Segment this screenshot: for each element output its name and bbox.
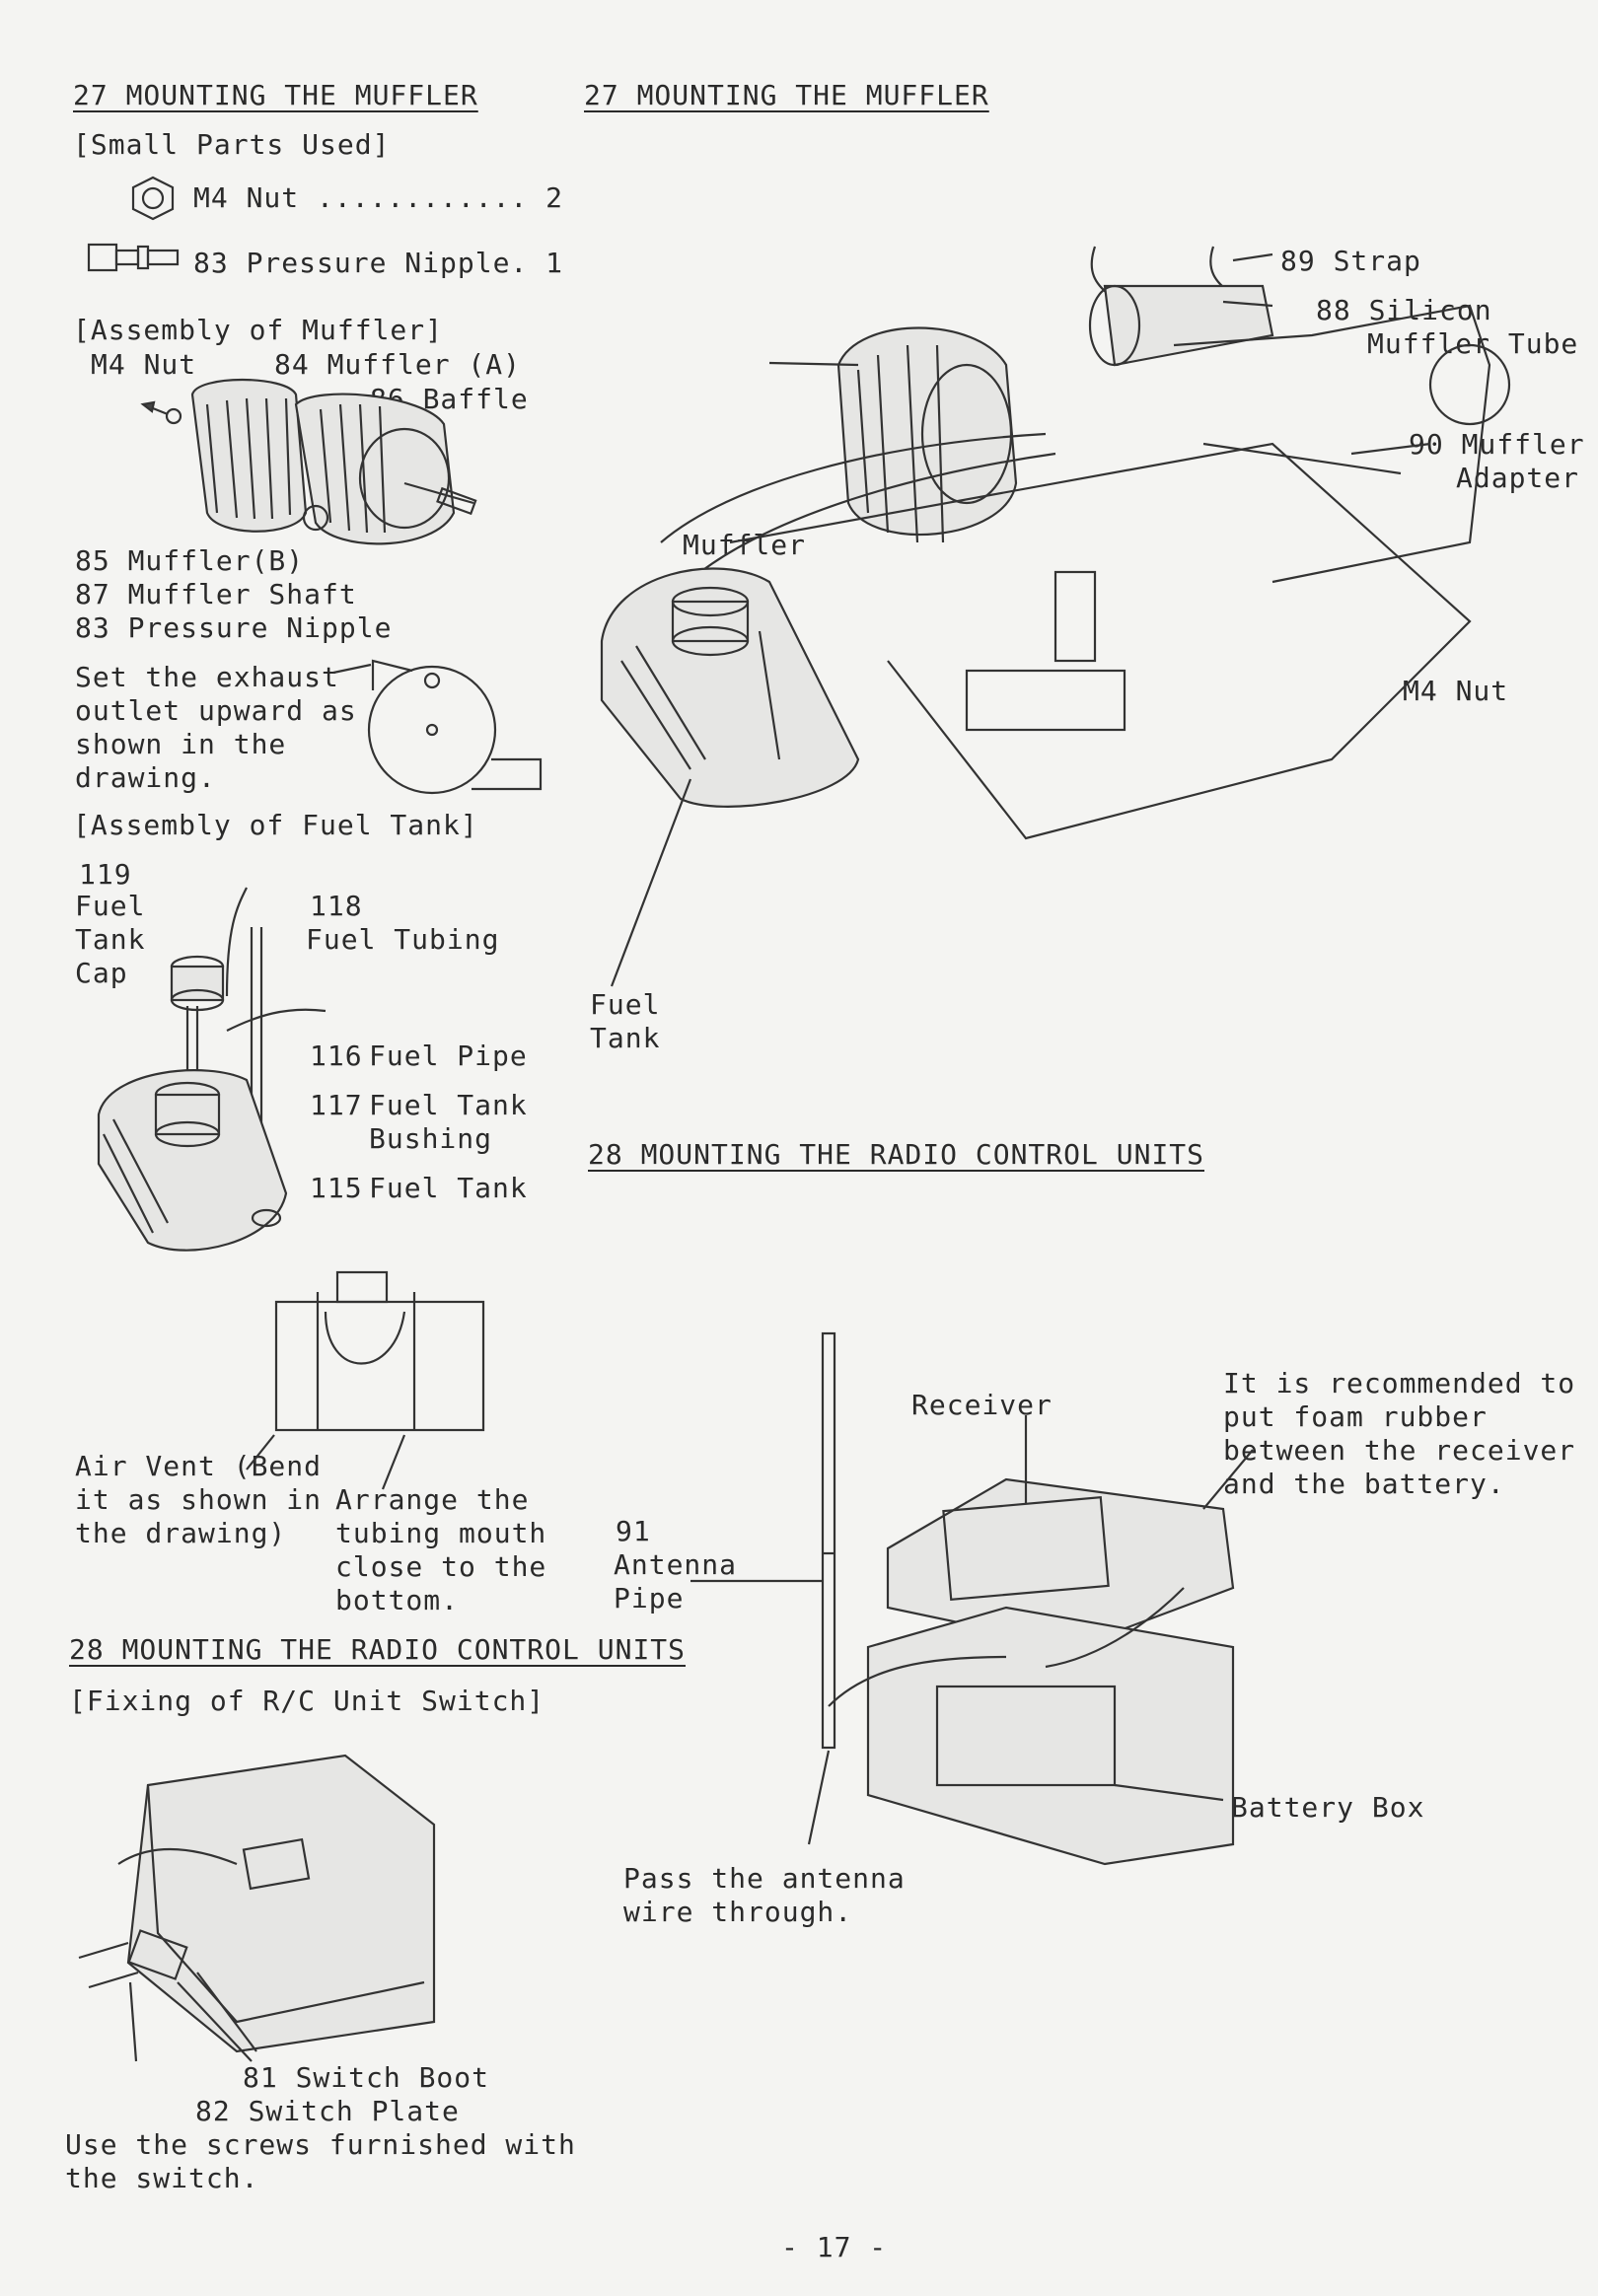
exhaust-note-line: outlet upward as [75,694,357,727]
muffler-a-label: 84 Muffler (A) [274,348,522,381]
arrange-note-line: tubing mouth [335,1517,547,1549]
fuel-pipe-number: 116 [310,1040,363,1072]
antenna-note-line: Pass the antenna [623,1862,906,1895]
muffler-shaft-label: 87 Muffler Shaft [75,578,357,610]
fuel-tubing-label: Fuel Tubing [306,923,500,956]
arrange-note-line: Arrange the [335,1483,530,1516]
antenna-pipe-line: Antenna [614,1548,738,1581]
screws-note-line: Use the screws furnished with [65,2128,576,2161]
nut-icon [165,407,182,425]
exhaust-outlet-drawing [332,659,543,795]
receiver-label: Receiver [911,1389,1053,1421]
right-fuel-tank-line: Tank [590,1022,661,1054]
fuel-tank-bushing-number: 117 [310,1089,363,1121]
fuel-tank-bushing-line: Bushing [369,1122,493,1155]
nipple-icon [436,486,477,516]
silicon-tube-line: 88 Silicon [1316,294,1492,326]
fuel-tank-bushing-line: Fuel Tank [369,1089,528,1121]
exhaust-note-line: drawing. [75,761,216,794]
air-vent-note-line: it as shown in [75,1483,323,1516]
assembly-fuel-heading: [Assembly of Fuel Tank] [73,809,478,841]
strap-label: 89 Strap [1280,245,1421,277]
screws-note-line: the switch. [65,2162,259,2194]
fuel-tank-cap-line: Tank [75,923,146,956]
switch-icon [242,1837,311,1891]
hex-nut-icon [131,176,175,221]
right-fuel-tank-line: Fuel [590,988,661,1021]
muffler-adapter-line: 90 Muffler [1409,428,1585,461]
fuel-tank-cap-number: 119 [79,858,132,891]
arrange-note-line: bottom. [335,1584,460,1616]
antenna-note-line: wire through. [623,1896,853,1928]
receiver-icon [942,1496,1110,1601]
switch-plate-label: 82 Switch Plate [195,2095,460,2127]
page-number: - 17 - [781,2231,888,2263]
foam-note-line: It is recommended to [1223,1367,1576,1399]
fuel-tank-top-view-drawing [246,1270,485,1490]
fuel-pipe-label: Fuel Pipe [369,1040,528,1072]
part-m4-nut: M4 Nut ............ 2 [193,181,564,214]
fuel-tubing-number: 118 [310,890,363,922]
foam-note-line: and the battery. [1223,1468,1505,1500]
fixing-switch-heading: [Fixing of R/C Unit Switch] [69,1685,545,1717]
left-section-27-title: 27 MOUNTING THE MUFFLER [73,79,478,111]
left-section-28-title: 28 MOUNTING THE RADIO CONTROL UNITS [69,1633,687,1666]
antenna-pipe-line: Pipe [614,1582,685,1614]
small-parts-heading: [Small Parts Used] [73,128,391,161]
foam-note-line: put foam rubber [1223,1400,1488,1433]
air-vent-note-line: the drawing) [75,1517,287,1549]
muffler-assembly-drawing [140,378,477,545]
rc-units-drawing [690,1331,1254,1866]
rc-switch-drawing [78,1754,436,2062]
antenna-number: 91 [616,1515,651,1547]
silicon-tube-line: Muffler Tube [1367,327,1579,360]
arrange-note-line: close to the [335,1550,547,1583]
right-m4-nut-label: M4 Nut [1403,675,1509,707]
pressure-nipple-label: 83 Pressure Nipple [75,611,393,644]
battery-box-icon [935,1685,1117,1787]
muffler-b-label: 85 Muffler(B) [75,544,305,577]
exhaust-note-line: shown in the [75,728,287,760]
part-pressure-nipple: 83 Pressure Nipple. 1 [193,247,564,279]
fuel-tank-cap-line: Fuel [75,890,146,922]
exhaust-note-line: Set the exhaust [75,661,339,693]
fuel-tank-label: Fuel Tank [369,1172,528,1204]
assembly-muffler-heading: [Assembly of Muffler] [73,314,444,346]
battery-box-label: Battery Box [1231,1791,1425,1824]
switch-boot-label: 81 Switch Boot [243,2061,490,2094]
fuel-tank-cap-line: Cap [75,957,128,989]
nipple-icon [87,243,118,272]
antenna-pipe-icon [821,1331,836,1750]
right-section-28-title: 28 MOUNTING THE RADIO CONTROL UNITS [588,1138,1205,1171]
muffler-mounting-drawing [600,246,1511,987]
small-parts-icons [87,176,180,272]
fuel-tank-assembly-drawing [97,887,327,1252]
right-section-27-title: 27 MOUNTING THE MUFFLER [584,79,989,111]
fuel-tank-number: 115 [310,1172,363,1204]
foam-note-line: between the receiver [1223,1434,1576,1467]
m4-nut-label: M4 Nut [91,348,197,381]
